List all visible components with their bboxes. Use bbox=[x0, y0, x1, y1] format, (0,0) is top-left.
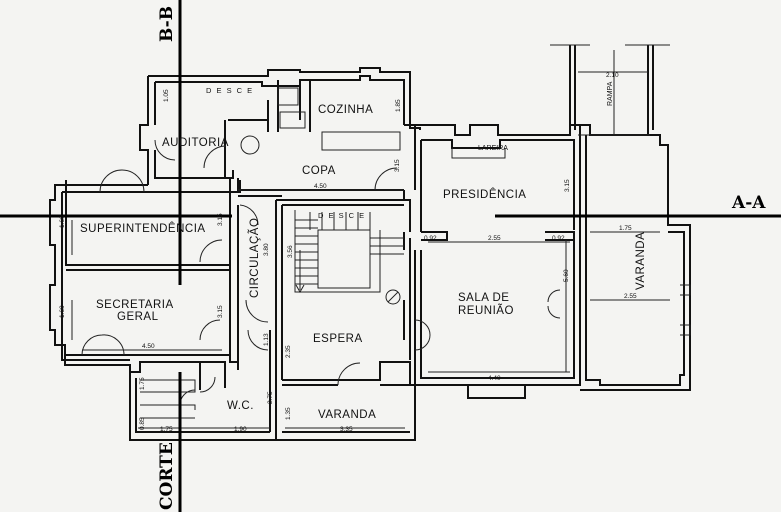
walls bbox=[49, 44, 691, 441]
room-wc: W.C. bbox=[227, 400, 254, 412]
room-varanda-bottom: VARANDA bbox=[318, 409, 376, 421]
room-espera: ESPERA bbox=[313, 333, 363, 345]
dim-label: 2.10 bbox=[606, 72, 619, 79]
dimension-lines bbox=[71, 50, 670, 429]
dim-label: 3.15 bbox=[217, 213, 224, 226]
room-copa: COPA bbox=[302, 165, 336, 177]
dimension-labels: 1.05 1.85 3.15 4.50 2.10 3.15 0.92 2.55 … bbox=[59, 72, 637, 433]
stair-desce-center: D E S C E bbox=[318, 211, 366, 220]
dim-label: 1.85 bbox=[395, 99, 402, 112]
dim-label: 2.75 bbox=[267, 391, 274, 404]
dim-label: 4.50 bbox=[314, 183, 327, 190]
room-sala-line2: REUNIÃO bbox=[458, 304, 514, 317]
dim-label: 1.35 bbox=[285, 407, 292, 420]
rampa-label: RAMPA bbox=[607, 81, 614, 106]
dim-label: 3.56 bbox=[287, 245, 294, 258]
dim-label: 3.80 bbox=[263, 243, 270, 256]
dim-label: 4.50 bbox=[142, 343, 155, 350]
room-labels: AUDITORIA COZINHA COPA PRESIDÊNCIA SUPER… bbox=[80, 81, 647, 421]
room-sala-line1: SALA DE bbox=[458, 292, 509, 304]
room-cozinha: COZINHA bbox=[318, 104, 373, 116]
dim-label: 3.15 bbox=[394, 159, 401, 172]
dim-label: 0.85 bbox=[139, 417, 146, 430]
room-secretaria-line2: GERAL bbox=[117, 311, 159, 323]
dim-label: 1.60 bbox=[59, 215, 66, 228]
section-label-aa: A-A bbox=[731, 193, 766, 213]
room-circulacao: CIRCULAÇÃO bbox=[248, 218, 261, 298]
stair-desce-top: D E S C E bbox=[206, 86, 254, 95]
dim-label: 1.75 bbox=[619, 225, 632, 232]
dim-label: 1.75 bbox=[160, 426, 173, 433]
dim-label: 0.92 bbox=[424, 235, 437, 242]
dim-label: 2.55 bbox=[488, 235, 501, 242]
dim-label: 0.92 bbox=[552, 235, 565, 242]
room-secretaria-line1: SECRETARIA bbox=[96, 299, 174, 311]
room-presidencia: PRESIDÊNCIA bbox=[443, 188, 526, 201]
dim-label: 1.60 bbox=[59, 305, 66, 318]
room-auditoria: AUDITORIA bbox=[162, 137, 229, 149]
room-superintendencia: SUPERINTENDÊNCIA bbox=[80, 222, 206, 235]
section-label-bb: B-B bbox=[157, 6, 177, 42]
dim-label: 1.75 bbox=[139, 377, 146, 390]
dim-label: 3.15 bbox=[564, 179, 571, 192]
section-label-corte: CORTE bbox=[157, 442, 177, 510]
dim-label: 3.15 bbox=[217, 305, 224, 318]
lareira-label: LAREIRA bbox=[478, 145, 508, 152]
dim-label: 2.35 bbox=[285, 345, 292, 358]
dim-label: 4.40 bbox=[488, 375, 501, 382]
dim-label: 1.13 bbox=[263, 333, 270, 346]
dim-label: 2.55 bbox=[624, 293, 637, 300]
dim-label: 3.35 bbox=[340, 426, 353, 433]
dim-label: 1.90 bbox=[234, 426, 247, 433]
dim-label: 1.05 bbox=[163, 89, 170, 102]
dim-label: 5.60 bbox=[563, 269, 570, 282]
room-varanda-right: VARANDA bbox=[635, 232, 647, 290]
